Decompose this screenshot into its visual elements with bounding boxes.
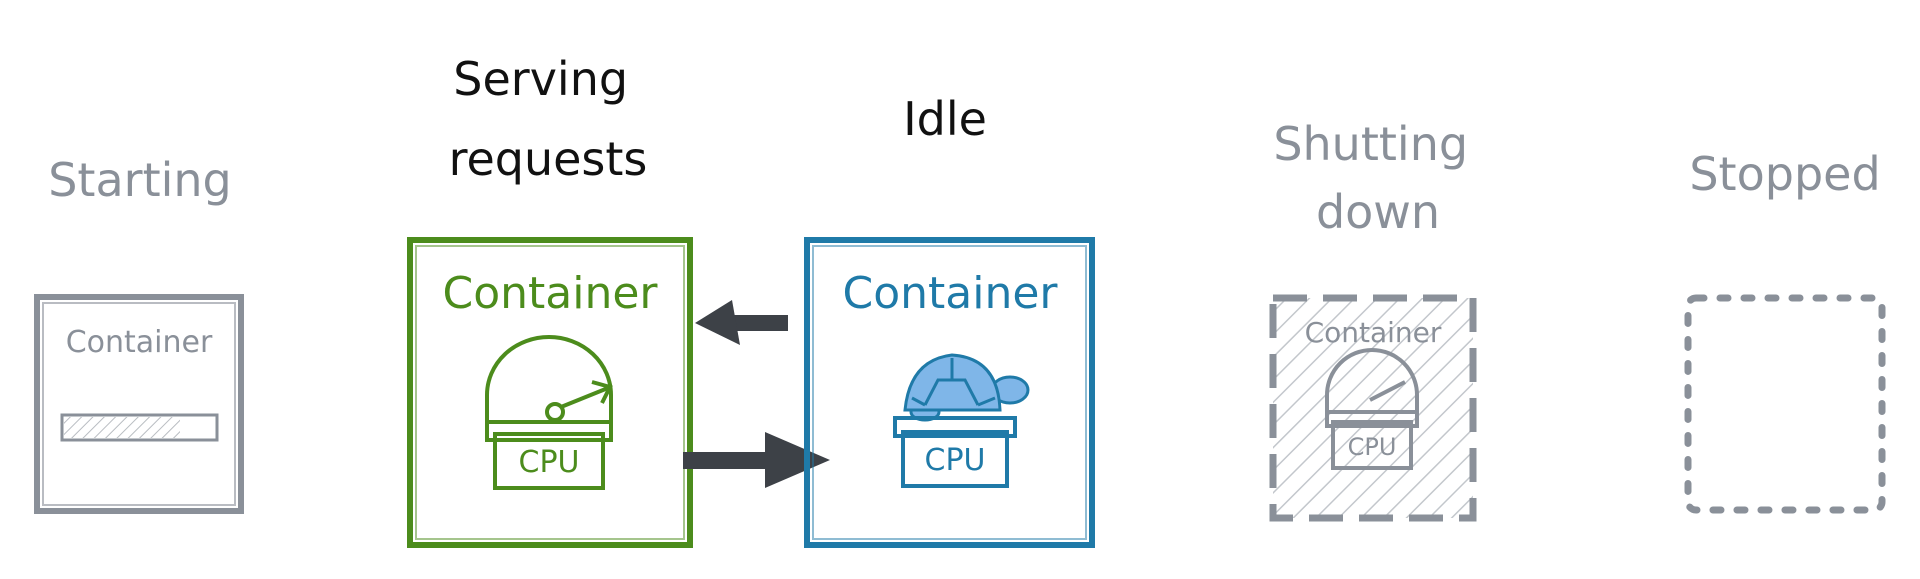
container-label-starting: Container [66,325,213,360]
loading-bar-icon [60,413,219,442]
state-label-stopped: Stopped [1689,147,1880,201]
container-starting: Container [34,294,244,514]
container-label-idle: Container [842,268,1058,319]
container-stopped [1684,294,1886,514]
cpu-label-idle: CPU [925,443,986,478]
cpu-label-serving: CPU [519,445,580,480]
state-label-shutting-line-2: down [1316,185,1440,239]
container-idle: Container CPU [804,237,1095,548]
container-label-shutting-down: Container [1305,316,1442,349]
turtle-icon [903,353,1030,422]
state-label-serving-line-2: requests [449,132,648,186]
gauge-icon [1325,348,1419,470]
state-label-shutting-down: Shutting down [1273,117,1482,239]
cpu-box-idle [893,416,1017,488]
cpu-label-shutting-down: CPU [1348,433,1397,461]
state-label-serving-line-1: Serving [453,52,628,106]
container-serving: Container CPU [407,237,693,548]
container-shutting-down: Container CPU [1269,294,1477,522]
arrow-right-icon [683,432,830,488]
state-label-shutting-line-1: Shutting [1273,117,1468,171]
state-label-serving: Serving requests [449,52,648,186]
state-label-starting: Starting [48,153,232,207]
container-label-serving: Container [442,268,658,319]
state-label-idle: Idle [903,92,987,146]
arrow-left-icon [695,300,788,345]
gauge-icon [485,335,613,490]
